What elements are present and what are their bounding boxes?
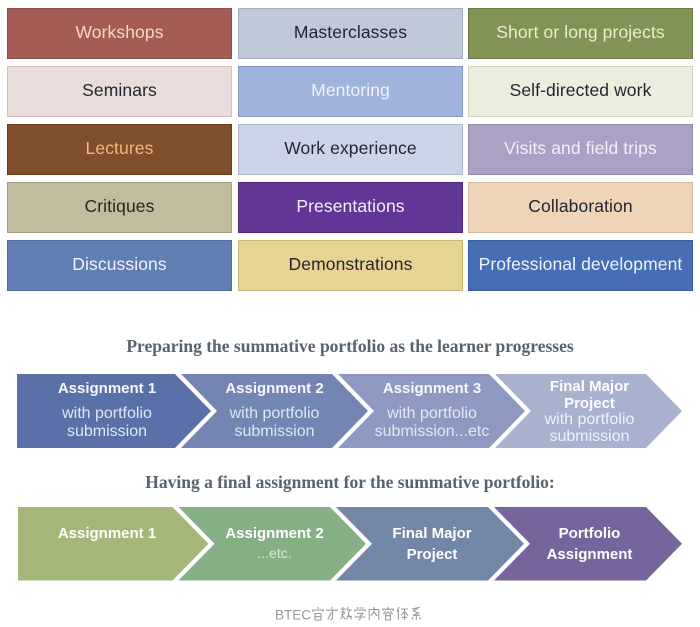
svg-text:BTEC: BTEC (275, 608, 311, 623)
